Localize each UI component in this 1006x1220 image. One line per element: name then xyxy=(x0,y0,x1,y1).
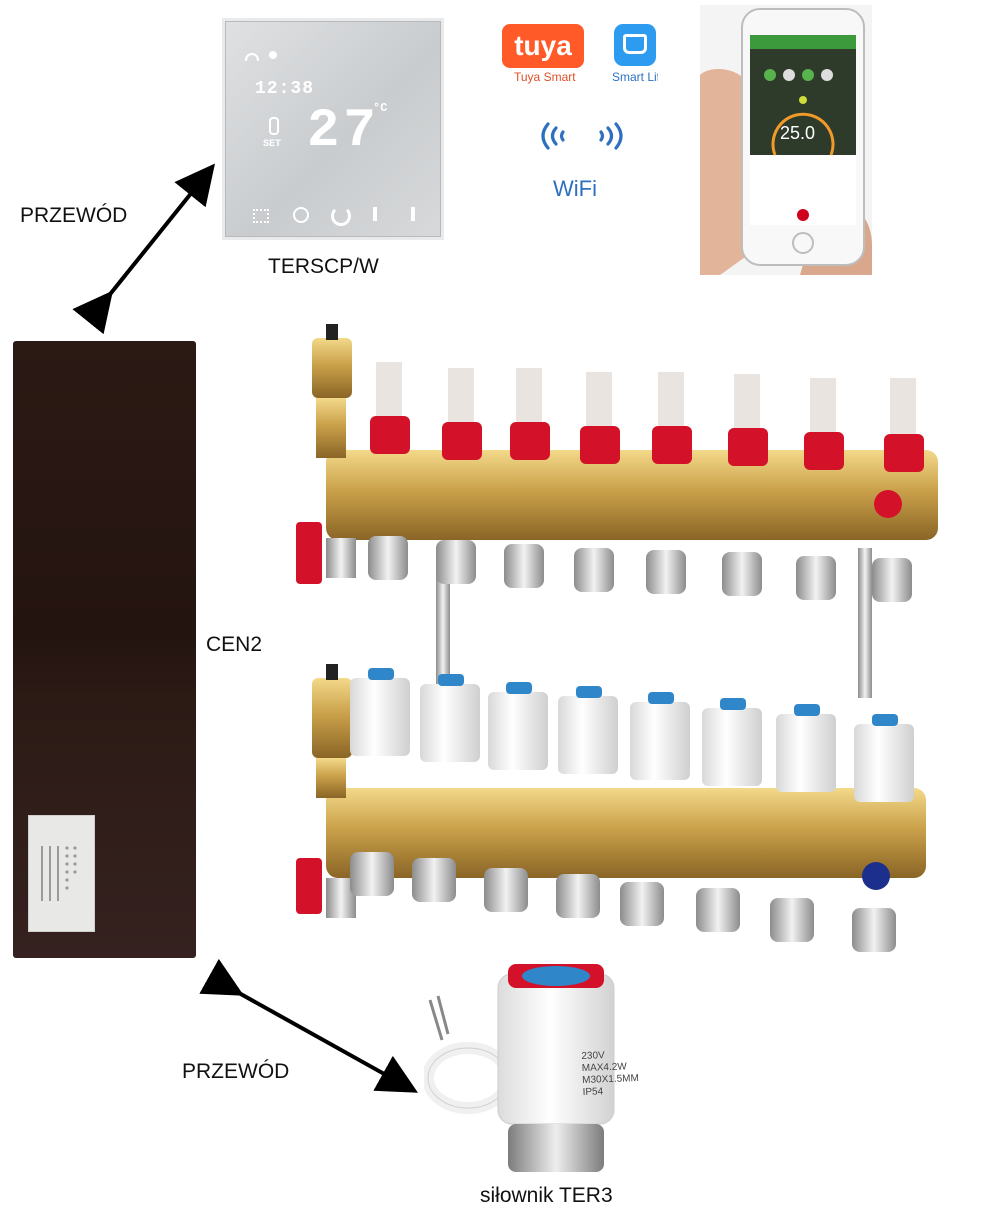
thermostat-clock: 12:38 xyxy=(255,79,315,99)
actuator-label: siłownik TER3 xyxy=(480,1184,613,1207)
temp-up-icon[interactable] xyxy=(411,207,415,221)
tuya-caption: Tuya Smart xyxy=(514,70,576,84)
thermometer-icon xyxy=(269,117,279,135)
power-icon[interactable] xyxy=(331,206,351,226)
thermostat-temperature: 27 xyxy=(307,101,380,162)
actuator-print: 230V MAX4.2W M30X1.5MM IP54 xyxy=(581,1049,639,1099)
controller-led-graphic xyxy=(41,846,77,901)
wire-arrow-top xyxy=(72,163,216,335)
wifi-signal-left-icon xyxy=(541,122,565,150)
phone-photo-graphic xyxy=(700,5,872,275)
home-icon xyxy=(269,51,277,59)
wifi-signal-right-icon xyxy=(599,122,623,150)
actuator-print-line4: IP54 xyxy=(582,1086,604,1098)
thermostat-set-label: SET xyxy=(263,139,282,150)
wifi-icon xyxy=(245,53,259,61)
manifold-photo xyxy=(296,324,938,952)
actuator-print-line3: M30X1.5MM xyxy=(582,1073,640,1086)
smartlife-logo xyxy=(614,24,656,66)
house-icon xyxy=(623,34,647,54)
phone-photo: 25.0 xyxy=(700,5,872,275)
thermostat-unit: °C xyxy=(373,101,388,115)
controller-led-panel xyxy=(28,815,95,932)
wifi-signal-icons xyxy=(541,122,623,150)
actuator-photo xyxy=(424,964,615,1172)
thermostat-label: TERSCP/W xyxy=(268,255,379,278)
clock-icon[interactable] xyxy=(293,207,309,223)
tuya-logo: tuya xyxy=(502,24,584,68)
tuya-logo-text: tuya xyxy=(514,30,572,61)
phone-temperature: 25.0 xyxy=(780,123,816,143)
thermostat-device: 12:38 SET 27 °C xyxy=(222,18,444,240)
smartlife-caption: Smart Life xyxy=(612,70,658,84)
wifi-text: WiFi xyxy=(553,176,597,201)
grid-icon[interactable] xyxy=(253,209,269,223)
wire-arrow-bottom xyxy=(199,958,418,1093)
controller-label: CEN2 xyxy=(206,633,263,656)
fan-icon[interactable] xyxy=(373,207,377,221)
